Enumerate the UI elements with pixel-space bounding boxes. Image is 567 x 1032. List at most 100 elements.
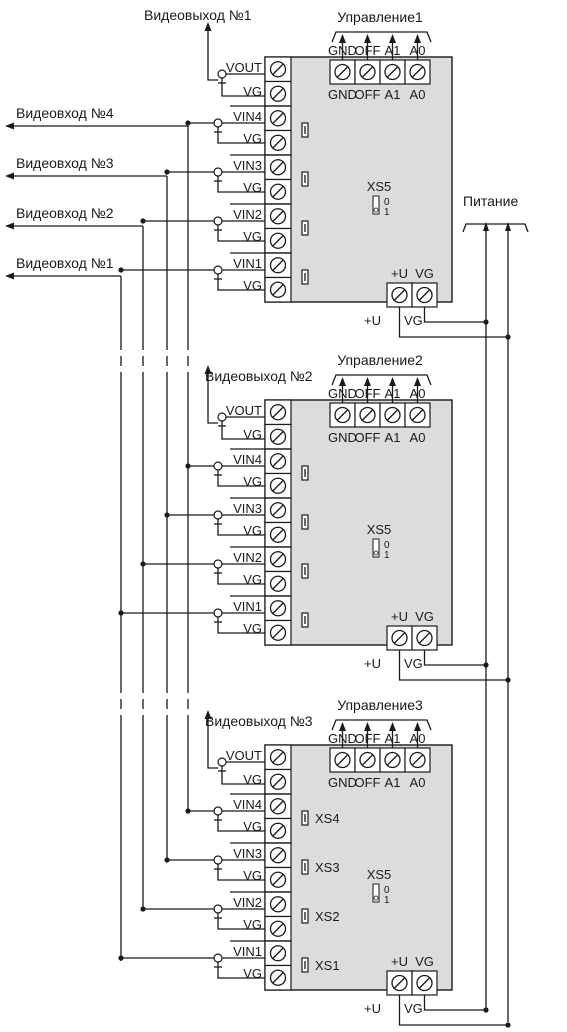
vin-gnd-wire bbox=[217, 279, 265, 291]
junction-dot bbox=[505, 1022, 511, 1028]
control-screw bbox=[384, 751, 401, 769]
screw-slot bbox=[272, 751, 284, 764]
vg-label: VG bbox=[243, 229, 262, 244]
screw-slot bbox=[336, 66, 349, 78]
terminal-screw bbox=[269, 85, 287, 102]
coax-circle bbox=[217, 412, 227, 422]
xs5-jumper bbox=[372, 538, 380, 558]
power-gnd-wire bbox=[423, 650, 486, 666]
control-brace bbox=[331, 374, 432, 386]
screw-slot bbox=[272, 259, 284, 272]
video-input-label: Видеовход №3 bbox=[16, 155, 114, 171]
control-pin-label: A0 bbox=[410, 775, 426, 790]
screw-slot bbox=[272, 775, 284, 788]
vin-gnd-wire bbox=[217, 132, 265, 144]
screw-slot bbox=[272, 479, 284, 492]
arrow-up-icon bbox=[204, 22, 212, 31]
terminal-screw bbox=[269, 920, 287, 937]
screw-slot bbox=[361, 409, 374, 421]
screw-slot bbox=[386, 754, 399, 766]
coax-circle bbox=[213, 167, 223, 177]
terminal-screw bbox=[269, 477, 287, 494]
power-pin-label: +U bbox=[391, 609, 408, 624]
video-input-2: Видеовход №2 bbox=[5, 205, 144, 911]
output-coax-icon bbox=[217, 69, 227, 84]
terminal-screw bbox=[269, 453, 287, 470]
terminal-screw bbox=[269, 61, 287, 78]
vg-label: VG bbox=[243, 131, 262, 146]
control-screw bbox=[384, 63, 401, 81]
control-brace bbox=[331, 719, 432, 731]
screw-slot bbox=[272, 800, 284, 813]
video-output-wire bbox=[207, 716, 218, 769]
xs-label: XS1 bbox=[315, 958, 340, 973]
video-input-3: Видеовход №3 bbox=[5, 155, 168, 861]
screw-slot bbox=[418, 632, 431, 644]
terminal-screw bbox=[269, 110, 287, 127]
video-input-label: Видеовход №2 bbox=[16, 205, 114, 221]
arrow-left-icon bbox=[5, 122, 14, 130]
junction-dot bbox=[185, 463, 191, 469]
vin-gnd-wire bbox=[217, 230, 265, 242]
junction-dot bbox=[118, 610, 124, 616]
control-pin-label: A0 bbox=[410, 87, 426, 102]
video-output-wire bbox=[207, 28, 218, 81]
vin-label: VIN3 bbox=[233, 846, 262, 861]
output-coax-icon bbox=[217, 757, 227, 772]
junction-dot bbox=[118, 267, 124, 273]
vin-gnd-wire bbox=[217, 573, 265, 585]
power-screw bbox=[416, 629, 433, 647]
xs5-pos-1: 1 bbox=[384, 207, 390, 218]
screw-slot bbox=[272, 406, 284, 419]
terminal-screw bbox=[269, 773, 287, 790]
vin-label: VIN2 bbox=[233, 895, 262, 910]
control-screw bbox=[334, 751, 351, 769]
vin-label: VIN2 bbox=[233, 207, 262, 222]
xs5-jumper bbox=[372, 195, 380, 215]
arrow-up-icon bbox=[389, 722, 396, 731]
terminal-screw bbox=[269, 183, 287, 200]
vg-label: VG bbox=[243, 966, 262, 981]
control-pin-label: A1 bbox=[385, 430, 401, 445]
coax-circle bbox=[213, 461, 223, 471]
power-brace bbox=[462, 223, 529, 233]
input-coax-icon bbox=[213, 265, 223, 280]
power-pin-label: +U bbox=[364, 313, 381, 328]
vg-label: VG bbox=[243, 474, 262, 489]
junction-dot bbox=[164, 857, 170, 863]
terminal-screw bbox=[269, 575, 287, 592]
junction-dot bbox=[140, 218, 146, 224]
xs5-pos-0: 0 bbox=[384, 885, 390, 896]
power-pin-label: VG bbox=[404, 656, 423, 671]
screw-slot bbox=[393, 632, 406, 644]
terminal-screw bbox=[269, 871, 287, 888]
vg-label: VG bbox=[243, 180, 262, 195]
coax-circle bbox=[213, 855, 223, 865]
terminal-screw bbox=[269, 428, 287, 445]
input-coax-icon bbox=[213, 461, 223, 476]
input-coax-icon bbox=[213, 510, 223, 525]
vg-label: VG bbox=[243, 84, 262, 99]
terminal-screw bbox=[269, 159, 287, 176]
control-pin-label: GND bbox=[328, 775, 357, 790]
junction-dot bbox=[185, 808, 191, 814]
vin-label: VIN4 bbox=[233, 452, 262, 467]
control-label: Управление3 bbox=[337, 697, 423, 713]
screw-slot bbox=[272, 112, 284, 125]
screw-slot bbox=[272, 430, 284, 443]
video-input-1: Видеовход №1 bbox=[5, 255, 122, 961]
module-board bbox=[264, 399, 453, 646]
vg-label: VG bbox=[243, 278, 262, 293]
junction-dot bbox=[505, 677, 511, 683]
vin-gnd-wire bbox=[217, 918, 265, 930]
input-coax-icon bbox=[213, 855, 223, 870]
power-pin-label: VG bbox=[415, 954, 434, 969]
control-pin-label: GND bbox=[328, 87, 357, 102]
control-screw bbox=[359, 751, 376, 769]
screw-slot bbox=[272, 577, 284, 590]
junction-dot bbox=[483, 319, 489, 325]
screw-slot bbox=[272, 234, 284, 247]
vg-label: VG bbox=[243, 868, 262, 883]
screw-slot bbox=[272, 87, 284, 100]
